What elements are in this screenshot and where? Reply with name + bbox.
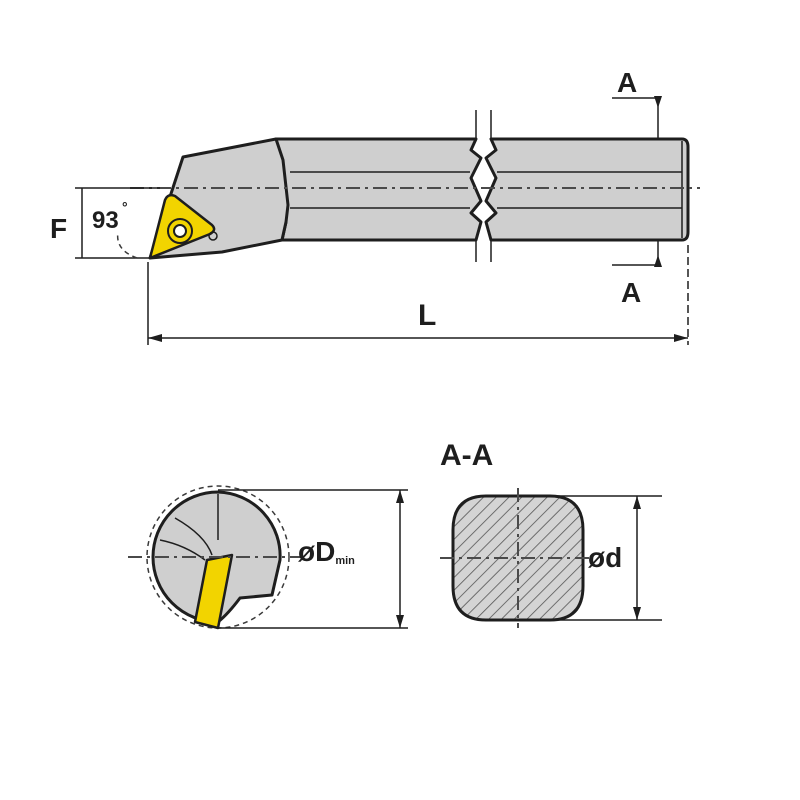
section-marker-top-arrow — [654, 96, 662, 108]
angle-value: 93 — [92, 207, 119, 234]
section-marker-bottom-line — [612, 240, 659, 266]
section-marker-top-line — [612, 97, 659, 138]
side-view: F 93 ° L A A — [50, 67, 700, 345]
section-view: A-A ød — [440, 439, 662, 628]
insert-screw-icon — [173, 224, 187, 238]
shank-right-section — [484, 137, 690, 242]
shank-left-section — [274, 137, 483, 242]
dimension-l-label: L — [418, 299, 436, 332]
break-line-left — [470, 110, 482, 262]
section-title: A-A — [440, 439, 493, 472]
angle-arc — [116, 231, 138, 259]
section-marker-bottom: A — [621, 277, 641, 308]
angle-degree-symbol: ° — [122, 199, 128, 215]
section-marker-top: A — [617, 67, 637, 98]
dimension-f-label: F — [50, 213, 67, 244]
end-view-chip-line — [174, 517, 213, 556]
section-marker-bottom-arrow — [654, 255, 662, 267]
coolant-hole-icon — [208, 231, 218, 241]
end-view: øDmin — [128, 485, 408, 630]
dmin-label: øDmin — [298, 536, 355, 567]
shank-diameter-label: ød — [588, 542, 622, 573]
d-arrowheads — [633, 496, 641, 620]
